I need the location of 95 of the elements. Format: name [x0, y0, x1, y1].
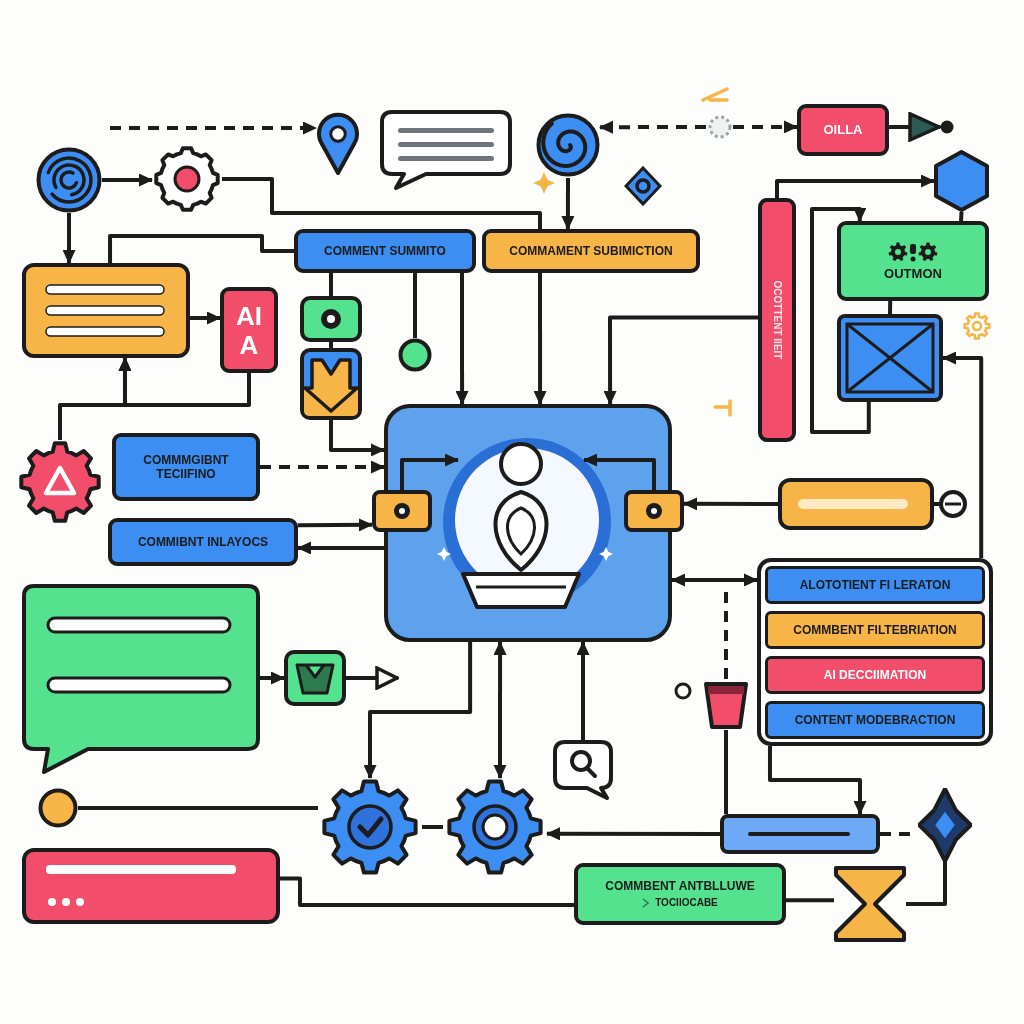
line: [108, 234, 294, 263]
triangle-gear-icon: [18, 440, 102, 524]
location-pin-icon: [316, 112, 360, 176]
box-label: COMMIBNT INLAYOCS: [137, 534, 269, 550]
arrow: [455, 273, 469, 405]
fingerprint-icon: [36, 147, 102, 213]
box-label: COMMBENT ANTBLLUWE: [605, 879, 755, 894]
chat-bubble: [22, 584, 260, 774]
box-label: COMMENT SUMMITO: [324, 243, 446, 259]
dashed-arrow: [110, 121, 317, 135]
dot-tile-icon: [300, 296, 362, 342]
arrow: [329, 420, 385, 457]
arrow: [775, 174, 935, 198]
arrow: [576, 641, 590, 740]
dashed-arrow: [599, 120, 798, 134]
arrow: [298, 518, 373, 532]
circle-icon: [398, 338, 432, 372]
dashed-arrow: [260, 460, 385, 474]
line: [786, 898, 834, 903]
box-label: OUTMON: [884, 265, 942, 282]
line: [280, 876, 574, 907]
line: [422, 825, 443, 829]
vertical-bar: [758, 198, 796, 442]
cup-icon: [703, 680, 749, 730]
arrow: [810, 207, 871, 434]
process-box: [837, 221, 989, 301]
box-label: AI DECCIIMATION: [823, 667, 927, 683]
arrow: [889, 112, 941, 142]
dashed-line: [724, 592, 728, 680]
ai-box: [220, 287, 278, 373]
box-label: ALOTOTIENT FI LERATON: [799, 577, 951, 593]
star-icon: [918, 788, 972, 862]
speech-bubble: [380, 110, 512, 190]
arrow: [533, 273, 547, 405]
box-label: TOCIIOCABE: [655, 896, 718, 909]
arrow: [942, 351, 984, 558]
arrow: [190, 311, 221, 325]
process-box: [108, 518, 298, 566]
line: [328, 271, 333, 296]
arrow: [546, 827, 720, 841]
process-box: [482, 229, 700, 273]
tray-tile-icon: [284, 650, 346, 706]
process-box: [294, 229, 476, 273]
arrow: [297, 541, 384, 555]
arrow: [493, 641, 507, 779]
vertical-label: OCOTTENT IIEIT: [771, 280, 783, 360]
envelope-icon: [837, 314, 943, 402]
pill-bar: [778, 478, 968, 530]
spiral-icon: [536, 112, 600, 178]
line: [888, 300, 893, 315]
port-tile-icon: [372, 490, 432, 532]
list-row: [765, 566, 985, 604]
box-label: CONTENT MODEBRACTION: [794, 712, 956, 728]
list-row: [765, 611, 985, 649]
hexagon-icon: [934, 150, 989, 212]
line: [413, 273, 418, 338]
arrow: [583, 453, 656, 490]
line: [329, 342, 333, 348]
process-box: [574, 863, 786, 925]
list-panel: [757, 558, 993, 746]
arrow: [603, 315, 758, 405]
arrow: [346, 666, 399, 690]
person-icon: [458, 440, 584, 610]
list-row: [765, 656, 985, 694]
box-label: AI: [236, 302, 262, 329]
arrow: [400, 453, 459, 490]
process-box: [112, 433, 260, 501]
arrow: [671, 573, 758, 587]
list-row: [765, 701, 985, 739]
box-label: OILLA: [823, 122, 863, 138]
port-tile-icon: [624, 490, 684, 532]
arrow: [561, 178, 575, 230]
arrow: [102, 173, 153, 187]
search-bubble-icon: [553, 740, 613, 800]
line: [724, 730, 728, 814]
arrow: [768, 746, 867, 815]
box-label: A: [239, 331, 259, 358]
arrow: [683, 497, 778, 511]
line: [222, 177, 542, 229]
dot-icon: [940, 120, 954, 134]
circle-icon: [38, 788, 78, 828]
down-arrow-tile-icon: [300, 348, 362, 420]
arrow: [363, 642, 473, 779]
line: [906, 862, 947, 906]
hub-panel: [384, 404, 672, 642]
box-label: COMMAMENT SUBIMICTION: [509, 243, 673, 259]
arrow: [260, 671, 285, 685]
tag-box: [797, 104, 889, 156]
box-label: COMMMGIBNT TECIIFINO: [142, 452, 230, 482]
arrow: [62, 213, 76, 264]
line: [959, 211, 964, 222]
box-label: COMMBENT FILTEBRIATION: [793, 622, 957, 638]
hourglass-icon: [834, 866, 906, 942]
message-card: [720, 814, 880, 854]
line: [78, 806, 318, 810]
